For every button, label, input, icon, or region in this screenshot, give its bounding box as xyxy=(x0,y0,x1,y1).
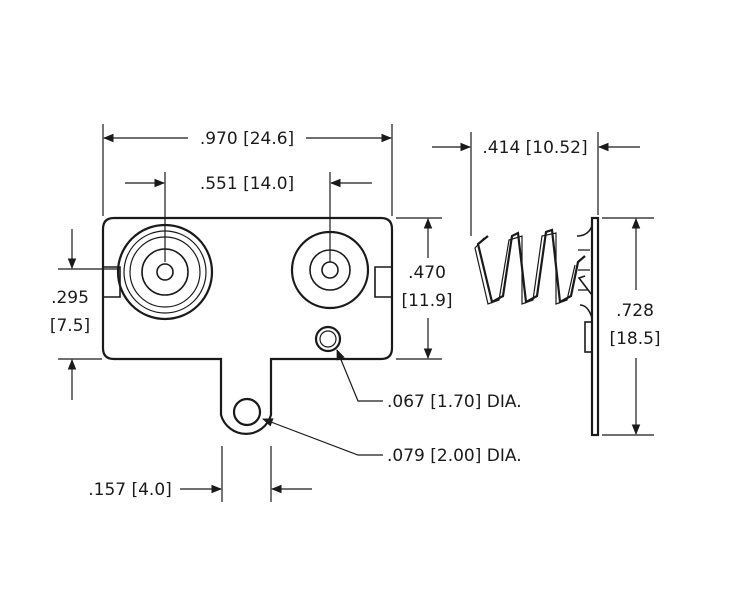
tab-hole xyxy=(232,397,262,427)
side-height-label-mm: [18.5] xyxy=(609,329,660,349)
spring-coils xyxy=(476,228,586,304)
height-label-mm: [11.9] xyxy=(401,291,452,311)
offset-label-in: .295 xyxy=(51,288,89,308)
tab-hole-leader xyxy=(261,418,383,456)
side-height-label-in: .728 xyxy=(616,301,654,321)
spring-depth-dimension xyxy=(432,132,640,236)
small-hole xyxy=(314,325,342,353)
offset-dimension xyxy=(58,229,118,400)
spacing-label: .551 [14.0] xyxy=(200,174,294,194)
small-hole-leader xyxy=(336,349,383,402)
right-notch xyxy=(374,266,392,298)
tab-width-label: .157 [4.0] xyxy=(88,480,172,500)
overall-width-label: .970 [24.6] xyxy=(200,129,294,149)
height-dimension xyxy=(396,217,442,360)
tab-hole-label: .079 [2.00] DIA. xyxy=(387,446,522,466)
side-height-dimension xyxy=(602,217,654,436)
tab-width-dimension xyxy=(180,446,312,502)
small-hole-label: .067 [1.70] DIA. xyxy=(387,392,522,412)
spring-depth-label: .414 [10.52] xyxy=(482,138,587,158)
plate-outline xyxy=(101,216,394,435)
overall-width-dimension xyxy=(102,124,393,216)
side-view xyxy=(474,216,600,437)
offset-label-mm: [7.5] xyxy=(50,316,90,336)
height-label-in: .470 xyxy=(408,263,446,283)
spacing-dimension xyxy=(125,172,372,262)
